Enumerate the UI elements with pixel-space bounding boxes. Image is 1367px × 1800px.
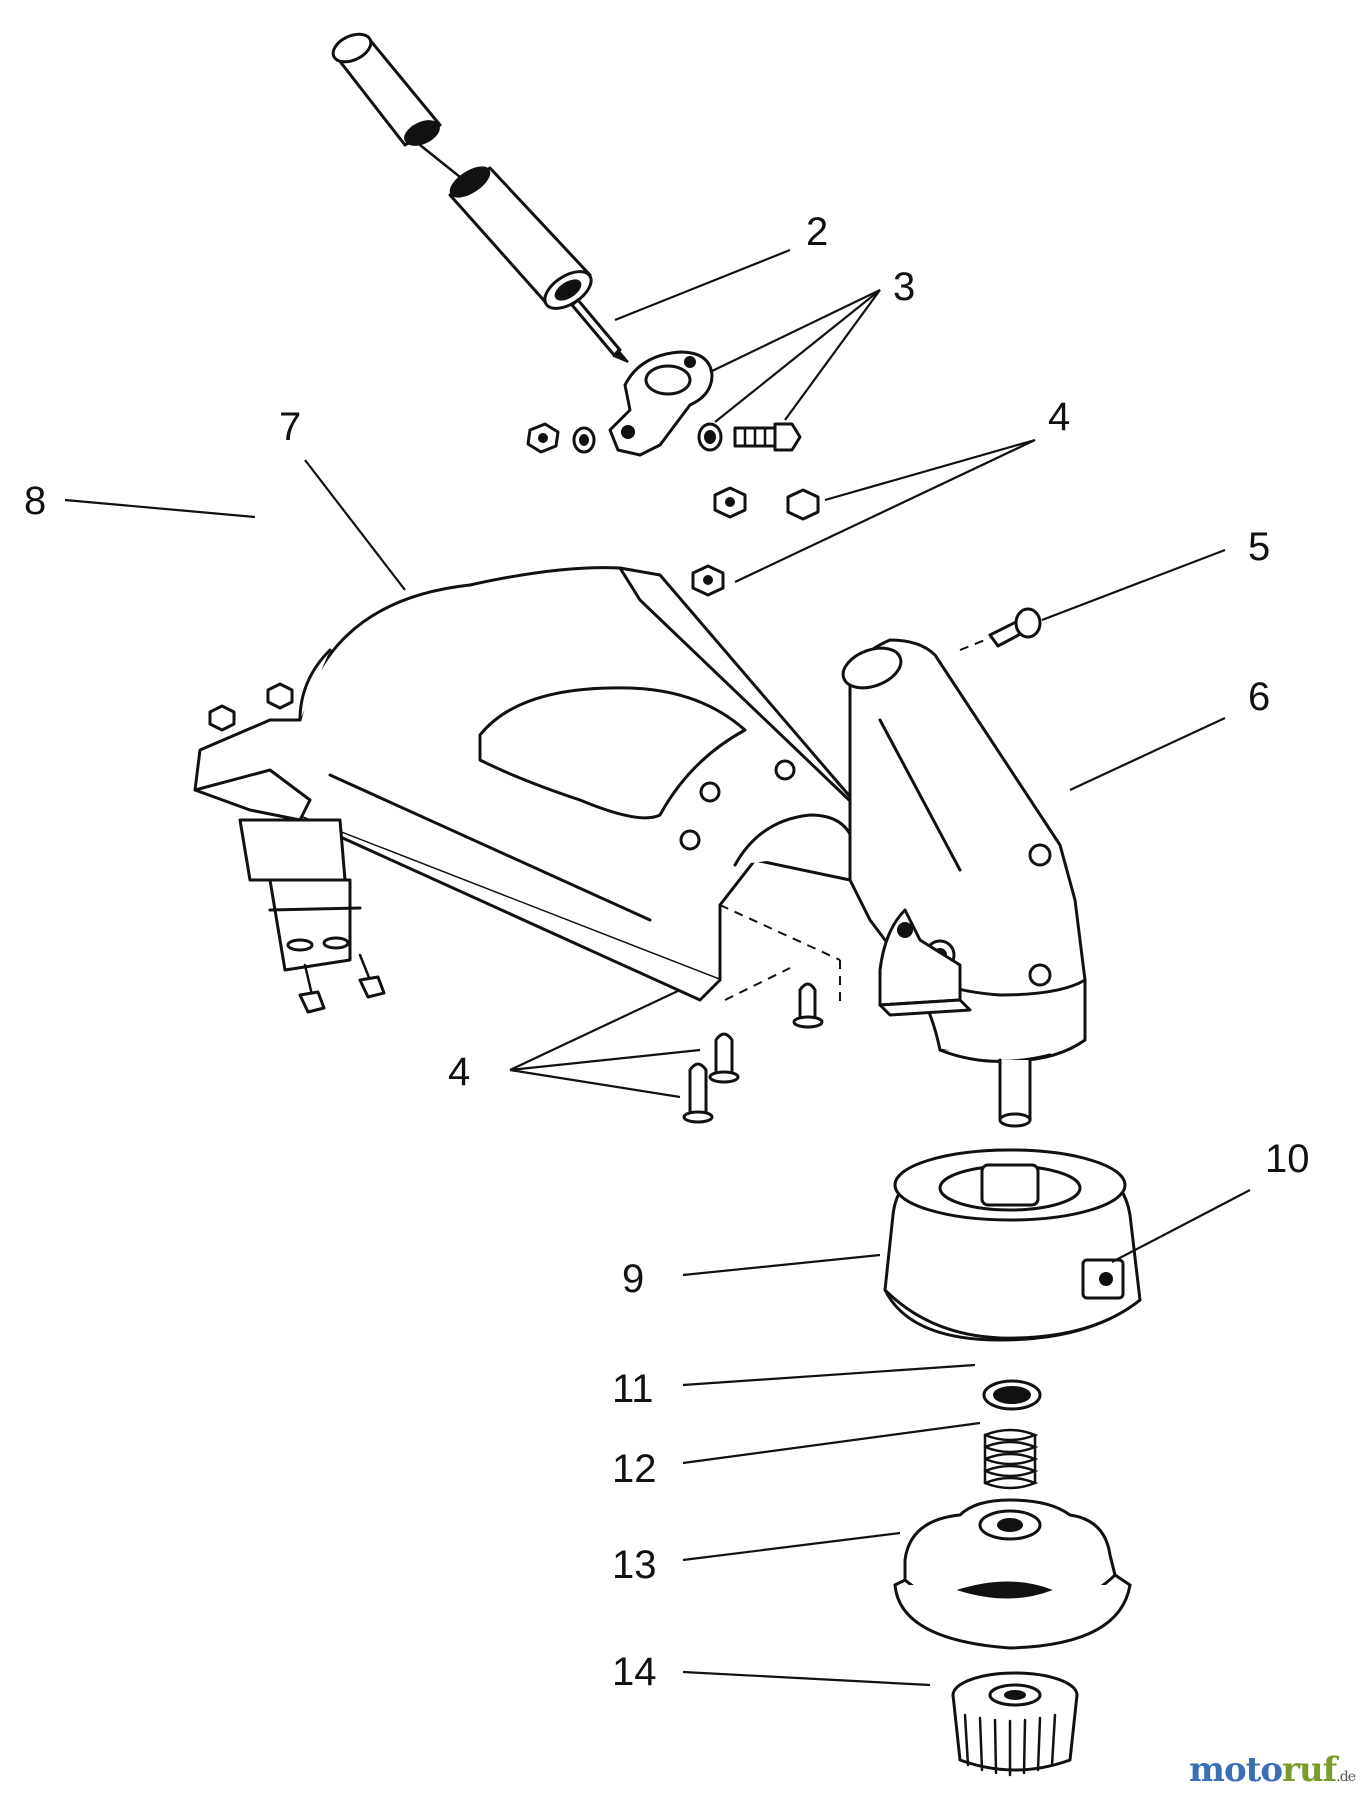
watermark-part-a: moto	[1188, 1750, 1283, 1790]
callout-14: 14	[612, 1650, 657, 1694]
gearhead-bolt	[959, 607, 1042, 651]
guard-small-nut-2	[266, 682, 294, 710]
callout-8: 8	[24, 479, 46, 523]
callout-4-upper: 4	[1048, 395, 1070, 439]
guard-screw-1	[792, 982, 824, 1029]
callout-10: 10	[1265, 1137, 1310, 1181]
callout-5: 5	[1248, 525, 1270, 569]
callout-2: 2	[806, 210, 828, 254]
spring	[983, 1428, 1039, 1490]
callout-4-lower: 4	[448, 1050, 470, 1094]
callout-11: 11	[612, 1367, 654, 1411]
blade-screw-1	[298, 963, 326, 1014]
clamp-washer-left	[572, 426, 596, 454]
shaft-tube-lower	[448, 166, 593, 310]
blade-screw-2	[358, 953, 386, 999]
pin-part	[570, 298, 629, 363]
callout-3: 3	[893, 265, 915, 309]
ratchet-washer	[982, 1379, 1042, 1411]
guard-mount-lip	[193, 768, 347, 882]
guard-bracket	[878, 908, 972, 1017]
callout-6: 6	[1248, 675, 1270, 719]
guard-screw-2	[708, 1032, 740, 1084]
line-spool	[893, 1498, 1132, 1650]
guard-shield	[193, 566, 872, 1002]
watermark-logo: motoruf.de	[1188, 1750, 1356, 1790]
callout-12: 12	[612, 1447, 657, 1491]
guard-screw-3	[682, 1062, 714, 1124]
callout-9: 9	[622, 1257, 644, 1301]
clamp-washer-right	[697, 422, 723, 452]
watermark-part-b: ruf	[1282, 1750, 1337, 1790]
shaft-tube-upper	[331, 32, 442, 147]
guard-nut-3	[691, 564, 725, 597]
clamp-nut-left	[526, 422, 560, 454]
clamp-bolt	[733, 422, 802, 452]
gearhead-shaft-spindle	[998, 1058, 1032, 1128]
callout-13: 13	[612, 1543, 657, 1587]
leader-lines	[64, 248, 1251, 1687]
callout-7: 7	[279, 405, 301, 449]
bump-knob	[951, 1671, 1079, 1777]
trimmer-head-housing	[883, 1148, 1142, 1342]
clamp-part	[608, 350, 714, 457]
line-cutter-blade	[268, 878, 362, 972]
guard-nut-2	[786, 488, 820, 521]
guard-small-nut-1	[208, 704, 236, 732]
watermark-suffix: .de	[1336, 1769, 1356, 1785]
guard-nut-1	[713, 486, 747, 519]
